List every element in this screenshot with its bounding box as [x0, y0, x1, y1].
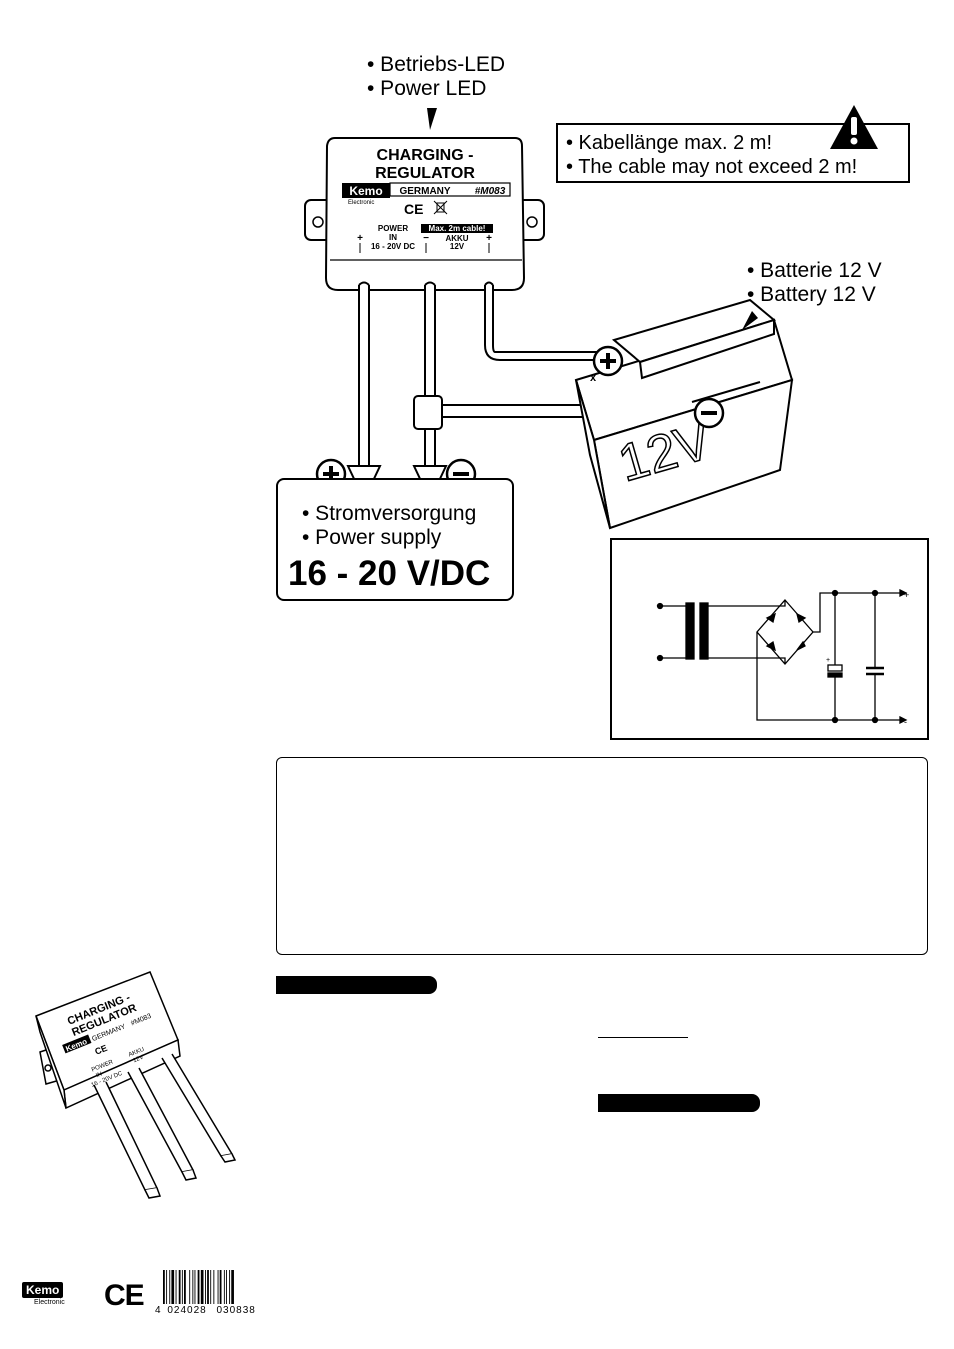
battery-illustration — [574, 298, 794, 530]
barcode-bar — [207, 1270, 209, 1304]
barcode-prefix: 4 — [155, 1305, 162, 1316]
section-heading-bar-2 — [598, 1094, 760, 1112]
cable-warning-de: • Kabellänge max. 2 m! — [566, 132, 772, 154]
module-country: GERMANY — [399, 186, 450, 197]
photo-ce: CE — [93, 1043, 108, 1057]
power-supply-voltage: 16 - 20 V/DC — [288, 554, 491, 593]
photo-in: IN — [95, 1071, 103, 1079]
footer-kemo-logo: Kemo Electronic — [22, 1281, 65, 1306]
barcode-right-digits: 030838 — [216, 1305, 256, 1316]
power-supply-label-de: • Stromversorgung — [302, 502, 477, 525]
barcode-bar — [200, 1270, 204, 1304]
section-heading-bar — [276, 976, 437, 994]
circuit-schematic — [656, 588, 908, 725]
charging-regulator-module: CHARGING - REGULATOR Kemo GERMANY #M083 … — [304, 137, 545, 291]
module-plus-in: + — [357, 233, 363, 244]
photo-akku-v: 12V — [132, 1055, 144, 1065]
barcode-bar — [223, 1270, 225, 1304]
schematic-frame — [610, 538, 929, 740]
module-title-1: CHARGING - — [377, 147, 474, 164]
warning-icon — [830, 105, 878, 149]
schematic-minus: - — [904, 717, 907, 727]
power-led-label: • Betriebs-LED • Power LED — [367, 53, 505, 101]
barcode-bar — [171, 1270, 175, 1304]
module-title-2: REGULATOR — [375, 165, 475, 182]
module-brand-logo — [342, 183, 390, 198]
akku-label: AKKU — [445, 234, 468, 243]
barcode-bar — [194, 1270, 196, 1304]
battery-label-en: • Battery 12 V — [747, 283, 876, 306]
barcode-bar — [166, 1270, 168, 1304]
description-box — [276, 757, 928, 955]
barcode-bar — [226, 1270, 227, 1304]
barcode-bar — [189, 1270, 191, 1304]
barcode-bar — [175, 1270, 177, 1304]
svg-text:x: x — [590, 372, 597, 384]
barcode-bar — [192, 1270, 194, 1304]
power-led-pointer — [427, 108, 437, 130]
module-brand: Kemo — [349, 184, 382, 198]
power-label: POWER — [378, 224, 408, 233]
module-plus-akku: + — [486, 233, 492, 244]
power-supply-label-en: • Power supply — [302, 526, 442, 549]
plus-circle-battery-icon — [592, 345, 624, 377]
power-supply-box: • Stromversorgung • Power supply 16 - 20… — [276, 478, 514, 601]
footer-brand: Kemo — [22, 1282, 64, 1298]
power-led-label-en: • Power LED — [367, 77, 487, 100]
barcode-bar — [231, 1270, 234, 1304]
module-part: #M083 — [475, 186, 506, 197]
underline-rule — [598, 1037, 688, 1038]
footer-ce-mark: CE — [104, 1279, 145, 1312]
akku-voltage-label: 12V — [450, 242, 465, 251]
barcode-bar — [178, 1270, 181, 1304]
barcode-bar — [163, 1270, 165, 1304]
barcode-bar — [229, 1270, 231, 1304]
barcode — [163, 1270, 234, 1304]
cable-warning-en: • The cable may not exceed 2 m! — [566, 156, 858, 178]
module-minus: − — [423, 233, 429, 244]
in-label: IN — [389, 233, 397, 242]
barcode-bar — [213, 1270, 215, 1304]
weee-icon — [433, 200, 448, 215]
barcode-bar — [205, 1270, 206, 1304]
battery-pointer — [742, 311, 758, 330]
power-range-label: 16 - 20V DC — [371, 242, 415, 251]
product-photo-illustration — [35, 971, 237, 1199]
power-led-label-de: • Betriebs-LED — [367, 53, 506, 76]
barcode-bar — [210, 1270, 212, 1304]
barcode-bar — [219, 1270, 222, 1304]
module-brand-sub: Electronic — [348, 200, 374, 206]
barcode-bar — [197, 1270, 200, 1304]
cable-warning-box: • Kabellänge max. 2 m! • The cable may n… — [556, 105, 910, 183]
minus-circle-battery-icon — [693, 397, 725, 429]
schematic-plus: + — [904, 590, 909, 600]
max-cable-label: Max. 2m cable! — [429, 224, 486, 233]
footer-brand-sub: Electronic — [34, 1299, 65, 1306]
barcode-bar — [181, 1270, 183, 1304]
barcode-bar — [169, 1270, 171, 1304]
barcode-bar — [217, 1270, 219, 1304]
battery-label-de: • Batterie 12 V — [747, 259, 882, 282]
barcode-number: 4 024028 030838 — [155, 1305, 256, 1316]
module-ce: CE — [404, 201, 423, 217]
battery-label: • Batterie 12 V • Battery 12 V — [747, 259, 882, 307]
barcode-bar — [184, 1270, 186, 1304]
barcode-left-digits: 024028 — [167, 1305, 207, 1316]
svg-text:+: + — [826, 657, 830, 664]
photo-akku: AKKU — [128, 1047, 145, 1059]
